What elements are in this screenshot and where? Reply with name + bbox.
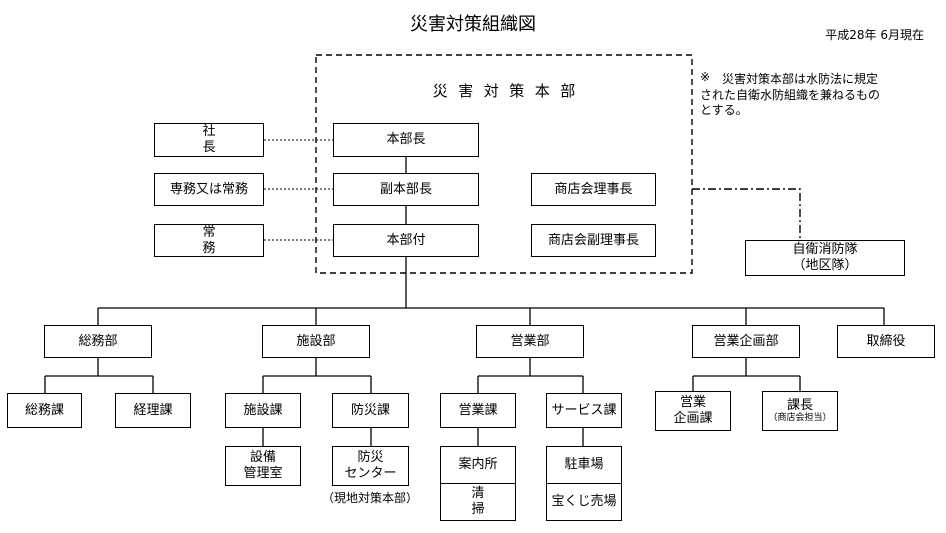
section-manager: 課長 （商店会担当） [762,391,838,431]
brigade-name: 自衛消防隊 [792,241,858,257]
brigade-link [692,188,801,240]
section-planning: 営業 企画課 [655,391,731,431]
note-marker: ※ [700,70,711,84]
section-bousai-name: 防災課 [350,402,390,418]
page-title: 災害対策組織図 [410,14,536,35]
unit-parking: 駐車場 [546,446,622,484]
dept-eigyo: 営業部 [476,325,584,358]
hq-chief: 本部長 [386,132,426,148]
section-planning-line2: 企画課 [673,411,713,426]
hq-chief-box: 本部長 [333,123,479,157]
managing: 常 務 [202,224,276,256]
section-soumu-name: 総務課 [24,402,64,418]
section-service: サービス課 [546,393,622,428]
dept-kikaku-name: 営業企画部 [713,333,779,349]
hq-attached-box: 本部付 [333,224,479,257]
company-links [264,139,333,241]
facility-room: 設備 管理室 [225,446,301,486]
president-box: 社 長 [154,123,264,157]
center-note: （現地対策本部） [321,491,418,505]
hq-title: 災害対策本部 [432,82,586,100]
dept-soumu: 総務部 [44,325,152,358]
tree-lines [44,157,885,446]
unit-info-desk: 案内所 [440,446,516,484]
unit-cleaning: 清 掃 [440,483,516,521]
hq-attached: 本部付 [386,232,426,248]
assoc-chair: 商店会理事長 [554,181,633,197]
section-keiri: 経理課 [115,393,191,428]
section-bousai: 防災課 [332,393,409,428]
hq-frame [315,54,693,274]
unit-cleaning-name: 清 掃 [471,486,521,517]
note-line-1: 災害対策本部は水防法に規定 [722,72,879,86]
disaster-center: 防災 センター [332,446,409,486]
note-line-3: とする。 [700,103,748,117]
dept-eigyo-name: 営業部 [510,333,550,349]
section-manager-note: （商店会担当） [768,413,832,424]
facility-room-line2: 管理室 [243,466,283,481]
dept-shisetsu-name: 施設部 [296,333,336,349]
unit-lottery: 宝くじ売場 [546,483,622,521]
section-planning-line1: 営業 [679,395,706,411]
section-service-name: サービス課 [551,402,617,418]
assoc-vice-box: 商店会副理事長 [531,224,656,257]
facility-room-line1: 設備 [249,450,276,466]
dept-soumu-name: 総務部 [78,333,118,349]
brigade-box: 自衛消防隊 （地区隊） [745,240,905,276]
exec-box: 専務又は常務 [154,173,264,206]
unit-info-desk-name: 案内所 [458,457,498,473]
unit-lottery-name: 宝くじ売場 [551,494,617,510]
section-eigyo-name: 営業課 [458,402,498,418]
president: 社 長 [202,124,276,155]
managing-box: 常 務 [154,224,264,257]
disaster-center-line2: センター [344,466,397,481]
note-line-2: された自衛水防組織を兼ねるもの [700,88,881,102]
dept-shisetsu: 施設部 [262,325,370,358]
dept-director-name: 取締役 [866,333,906,349]
section-shisetsu-name: 施設課 [243,402,283,418]
as-of-date: 平成28年 6月現在 [825,28,924,42]
section-soumu: 総務課 [7,393,82,428]
disaster-center-line1: 防災 [357,450,384,466]
exec: 専務又は常務 [169,181,248,197]
section-manager-title: 課長 [786,397,813,413]
dept-director: 取締役 [837,325,935,358]
assoc-vice: 商店会副理事長 [547,232,639,248]
unit-parking-name: 駐車場 [564,457,604,473]
section-shisetsu: 施設課 [225,393,301,428]
section-keiri-name: 経理課 [133,402,173,418]
hq-deputy: 副本部長 [379,181,432,197]
section-eigyo: 営業課 [440,393,516,428]
dept-kikaku: 営業企画部 [692,325,800,358]
brigade-sub: （地区隊） [792,258,858,273]
hq-deputy-box: 副本部長 [333,173,479,206]
assoc-chair-box: 商店会理事長 [531,173,656,206]
